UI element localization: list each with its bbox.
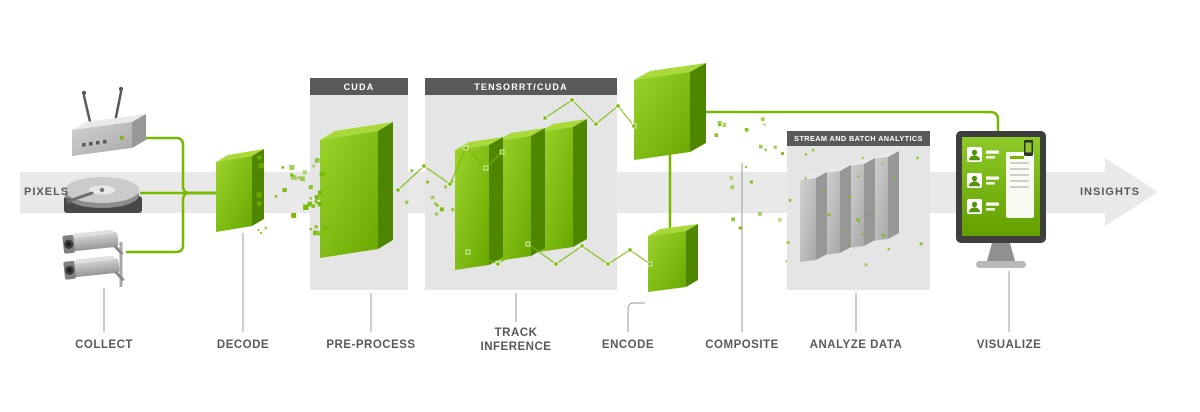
report-header-bar (1010, 156, 1024, 159)
user-row-icon (967, 147, 982, 162)
encode-box-top-face (648, 224, 698, 236)
analytics-panel: STREAM AND BATCH ANALYTICS (787, 131, 930, 290)
network-device-details (82, 136, 124, 147)
network-device-icon (81, 86, 124, 132)
leader-encode (627, 302, 645, 332)
phone-icon (1024, 140, 1033, 156)
stage-label-encode: ENCODE (601, 339, 655, 351)
insights-label: INSIGHTS (1080, 186, 1140, 198)
composite-box-top-face (634, 63, 706, 80)
stage-label-analyze-data: ANALYZE DATA (809, 339, 903, 351)
composite-box-front-face (634, 72, 690, 160)
router-body-side-face (132, 114, 146, 148)
encode-box-front-face (648, 231, 686, 292)
tensorrt-cuda-panel-label: TENSORRT/CUDA (425, 78, 617, 95)
composite-box-side-face (690, 63, 706, 152)
router-body (72, 114, 146, 156)
cuda-panel-label: CUDA (310, 78, 408, 95)
decode-box-top-face (216, 149, 264, 162)
network-node (647, 261, 653, 267)
stage-label-collect: COLLECT (75, 339, 133, 351)
stage-label-preprocess: PRE-PROCESS (326, 339, 416, 351)
tensorrt-cuda-panel: TENSORRT/CUDA (425, 78, 617, 290)
stage-label-composite: COMPOSITE (705, 339, 779, 351)
encode-box (648, 224, 698, 292)
monitor-base (976, 261, 1026, 268)
network-node (627, 247, 633, 253)
analytics-panel-label: STREAM AND BATCH ANALYTICS (787, 131, 930, 146)
router-body-top-face (72, 114, 146, 130)
monitor-stand (987, 243, 1015, 261)
cuda-panel: CUDA (310, 78, 408, 290)
stage-label-visualize: VISUALIZE (976, 339, 1042, 351)
pixels-to-insights-arrow-head (1105, 158, 1158, 226)
network-node (631, 123, 637, 129)
composite-box (634, 63, 706, 160)
pixels-label: PIXELS (24, 186, 70, 198)
encode-box-side-face (686, 224, 698, 287)
camera-icon (60, 227, 126, 288)
stage-label-decode: DECODE (216, 339, 270, 351)
router-body-front-face (72, 122, 132, 156)
stage-label-track-inference: TRACK INFERENCE (480, 327, 552, 354)
